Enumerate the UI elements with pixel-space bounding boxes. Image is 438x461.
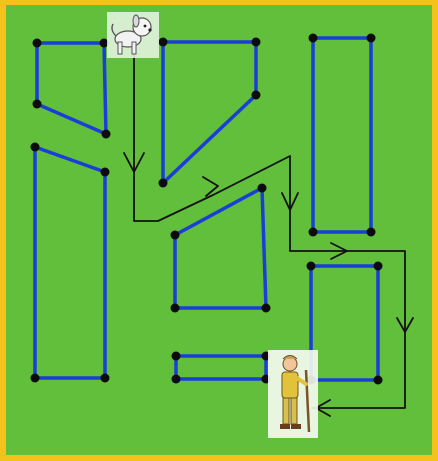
wall-node [252,91,261,100]
wall-node [171,304,180,313]
dog-icon [107,12,159,58]
wall-node [307,262,316,271]
wall-node [374,376,383,385]
wall-node [172,375,181,384]
wall-node [31,374,40,383]
wall-node [252,38,261,47]
wall-node [258,184,267,193]
wall-node [262,304,271,313]
wall-node [101,374,110,383]
wall-node [367,34,376,43]
wall-node [309,228,318,237]
wall-node [309,34,318,43]
wall-node [33,39,42,48]
wall-node [159,38,168,47]
wall-node [159,179,168,188]
wall-node [171,231,180,240]
wall-node [33,100,42,109]
hiker-with-stick-icon [268,350,318,438]
wall-node [31,143,40,152]
wall-node [367,228,376,237]
wall-node [374,262,383,271]
wall-node [172,352,181,361]
wall-node [101,168,110,177]
wall-node [102,130,111,139]
